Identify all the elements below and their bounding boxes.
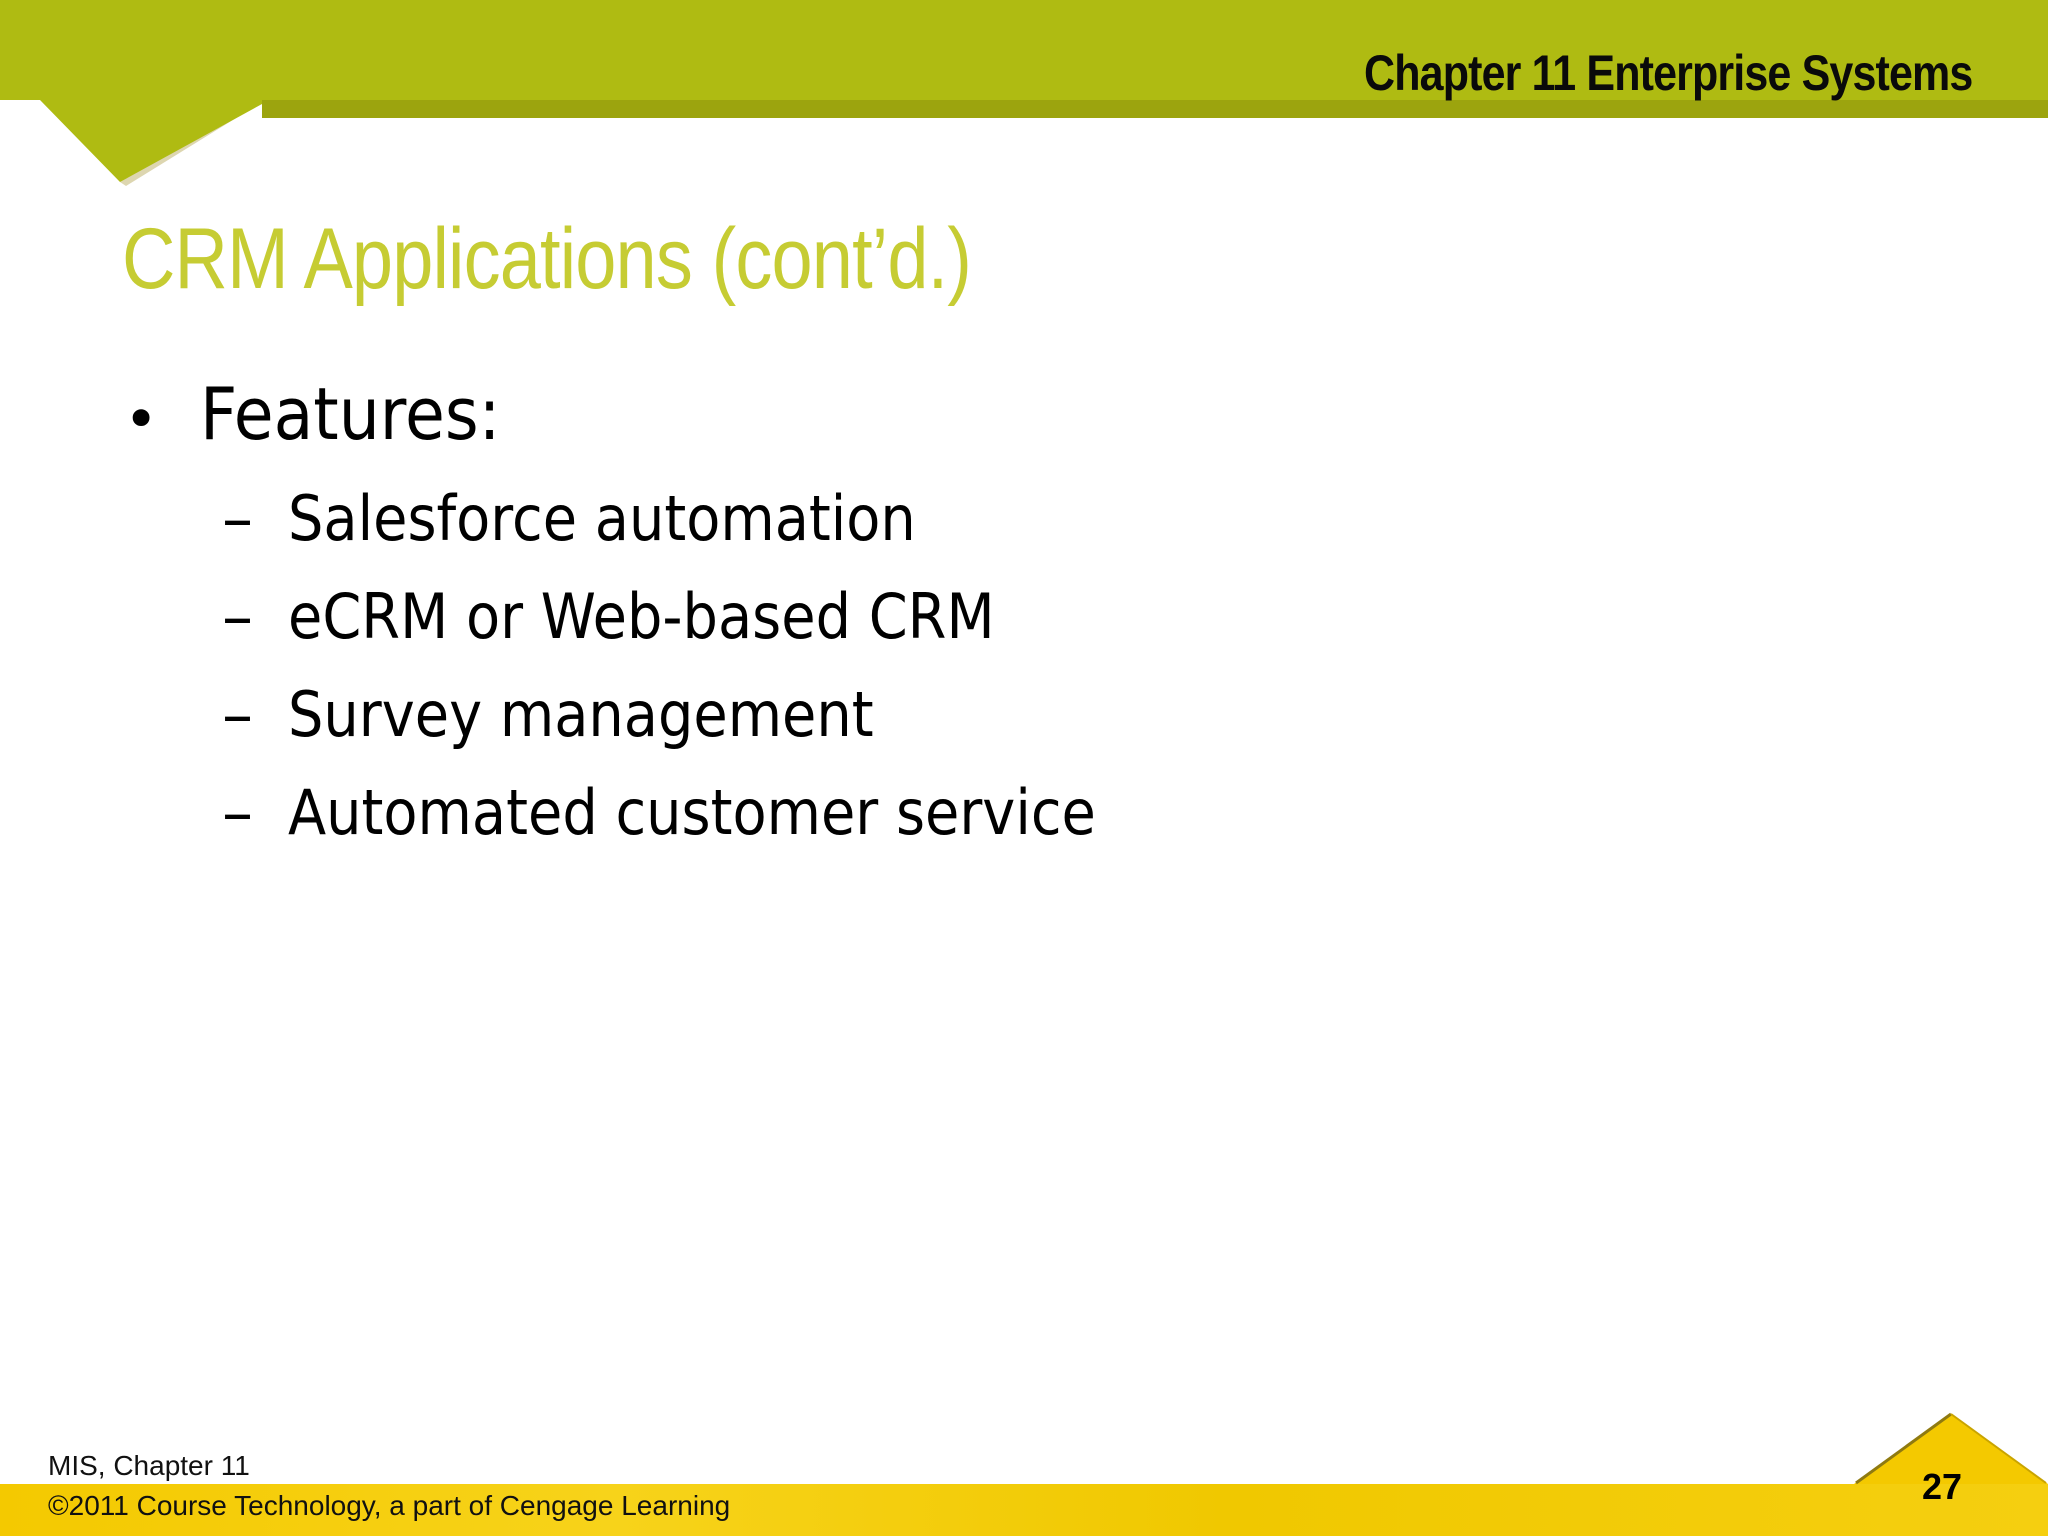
sub-bullet-text: Salesforce automation [288, 482, 916, 555]
sub-bullet-item: – eCRM or Web-based CRM [222, 580, 1073, 653]
sub-bullet-item: – Survey management [222, 678, 939, 751]
sub-bullet-item: – Salesforce automation [222, 482, 986, 555]
sub-bullet-text: Survey management [288, 678, 874, 751]
bullet-icon: • [124, 385, 159, 453]
slide-title: CRM Applications (cont’d.) [122, 211, 972, 307]
sub-bullet-item: – Automated customer service [222, 776, 1186, 849]
header-band [0, 0, 2048, 100]
page-number: 27 [1922, 1466, 1963, 1507]
footer-band [0, 1484, 2048, 1536]
bullet-item: • Features: [124, 372, 534, 456]
sub-bullet-text: eCRM or Web-based CRM [288, 580, 995, 653]
dash-icon: – [222, 776, 253, 849]
bullet-text: Features: [200, 372, 501, 456]
footer-copyright: ©2011 Course Technology, a part of Cenga… [48, 1490, 731, 1521]
chapter-title: Chapter 11 Enterprise Systems [1363, 45, 1973, 101]
sub-bullet-text: Automated customer service [288, 776, 1096, 849]
dash-icon: – [222, 580, 253, 653]
dash-icon: – [222, 678, 253, 751]
dash-icon: – [222, 482, 253, 555]
footer-course-label: MIS, Chapter 11 [48, 1450, 250, 1481]
header-shadow-strip [262, 100, 2048, 118]
